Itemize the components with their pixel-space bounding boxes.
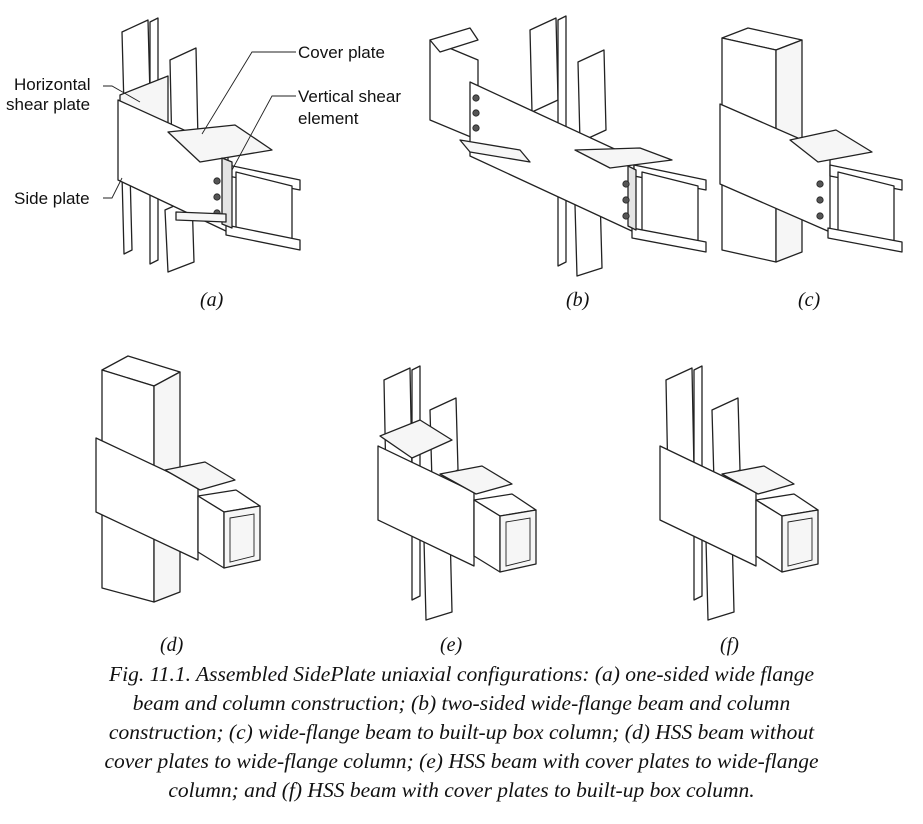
drawing-a [117, 17, 301, 273]
drawing-d [95, 355, 261, 603]
label-c: (c) [798, 289, 821, 311]
figure-caption: Fig. 11.1. Assembled SidePlate uniaxial … [30, 660, 893, 805]
leader-vertical-shear-element [231, 95, 296, 171]
caption-line: column; and (f) HSS beam with cover plat… [168, 778, 755, 802]
callout-vertical-shear-element-1: Vertical shear [298, 87, 401, 106]
cover-plate [574, 147, 673, 169]
caption-line: construction; (c) wide-flange beam to bu… [108, 720, 815, 744]
cover-plate [721, 465, 795, 495]
callout-cover-plate: Cover plate [298, 43, 385, 62]
label-e: (e) [440, 634, 463, 656]
callout-horizontal-shear-plate-1: Horizontal [14, 75, 91, 94]
drawing-b [429, 15, 707, 277]
label-f: (f) [720, 634, 739, 656]
leader-horizontal-shear-plate [103, 85, 141, 103]
cover-plate [167, 124, 273, 163]
connection-drawings: Horizontal shear plate Cover plate Verti… [6, 15, 903, 656]
label-a: (a) [200, 289, 224, 311]
bolt [213, 177, 221, 185]
drawing-c [719, 27, 903, 263]
caption-line: Fig. 11.1. Assembled SidePlate uniaxial … [108, 662, 814, 686]
bolt [213, 193, 221, 201]
drawing-f [659, 365, 819, 621]
side-plate [659, 445, 757, 567]
drawing-e [377, 365, 537, 621]
label-b: (b) [566, 289, 590, 311]
callout-side-plate: Side plate [14, 189, 90, 208]
callout-horizontal-shear-plate-2: shear plate [6, 95, 90, 114]
cover-plate [439, 465, 513, 495]
side-plate [377, 445, 475, 567]
hss-end [223, 505, 261, 569]
leader-side-plate [103, 177, 123, 199]
caption-line: beam and column construction; (b) two-si… [132, 691, 791, 715]
cover-plate [789, 129, 873, 163]
beam-bottom-flange [225, 224, 301, 251]
callout-leaders [103, 51, 296, 199]
callout-vertical-shear-element-2: element [298, 109, 359, 128]
caption-line: cover plates to wide-flange column; (e) … [104, 749, 819, 773]
leader-cover-plate [201, 51, 296, 135]
side-plate [95, 437, 199, 561]
vertical-shear-element [221, 157, 233, 229]
label-d: (d) [160, 634, 184, 656]
